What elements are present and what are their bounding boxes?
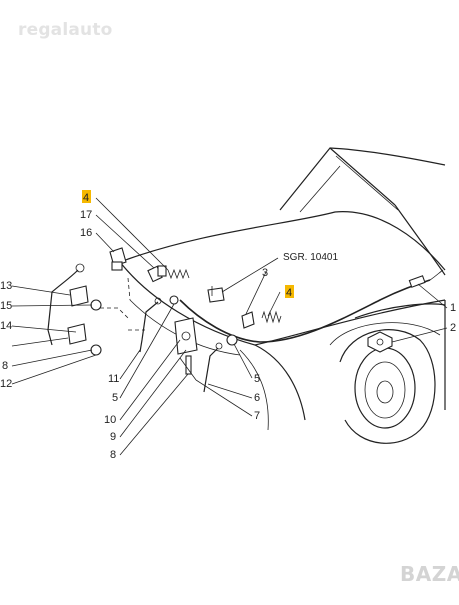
watermark-regalauto: regalauto	[18, 20, 113, 40]
callout-12: 12	[0, 378, 12, 390]
callout-6: 6	[254, 392, 260, 404]
callout-9: 9	[110, 431, 116, 443]
callout-14: 14	[0, 320, 12, 332]
callout-4: 4	[83, 192, 89, 204]
part-17-bolt	[147, 265, 167, 283]
callout-13: 13	[0, 280, 12, 292]
callout-15: 15	[0, 300, 12, 312]
callout-5-right: 5	[254, 373, 260, 385]
part-4-spring-right	[261, 310, 282, 324]
callout-4-right: 4	[286, 287, 292, 299]
part-5-clip-left	[169, 295, 179, 305]
callout-11: 11	[108, 373, 119, 385]
callout-8-left: 8	[2, 360, 8, 372]
part-11-hook-lever	[139, 301, 159, 353]
part-8-bracket	[67, 323, 87, 345]
reference-code: SGR. 10401	[283, 252, 338, 263]
highlight-box-4-left	[82, 190, 91, 203]
part-15-bracket	[69, 285, 89, 307]
callout-17: 17	[80, 209, 92, 221]
watermark-bazar-logo: BAZAR	[400, 562, 459, 586]
callout-10: 10	[104, 414, 116, 426]
part-16-rubber-stop	[109, 247, 127, 271]
part-4-spring-left	[167, 268, 190, 280]
front-wheel	[329, 322, 441, 444]
part-9-latch-assembly	[174, 317, 198, 375]
part-2-cable-clip	[367, 331, 393, 353]
part-12-washer	[90, 344, 102, 356]
callout-16: 16	[80, 227, 92, 239]
cable-end-fitting	[408, 275, 426, 288]
callout-5-left: 5	[112, 392, 118, 404]
car-body-outline	[119, 147, 446, 431]
leader-lines	[11, 197, 448, 456]
part-6-striker-rod	[203, 347, 219, 393]
highlight-box-4-right	[285, 285, 294, 298]
callout-3: 3	[262, 267, 268, 279]
part-14-nut	[90, 299, 102, 311]
callout-2: 2	[450, 322, 456, 334]
cable-bracket	[207, 286, 225, 303]
callout-8-bottom: 8	[110, 449, 116, 461]
part-3-stud	[241, 311, 255, 329]
callout-1: 1	[450, 302, 456, 314]
part-5-clip-right	[226, 334, 238, 346]
callout-7: 7	[254, 410, 260, 422]
hood-release-cable	[179, 279, 431, 343]
